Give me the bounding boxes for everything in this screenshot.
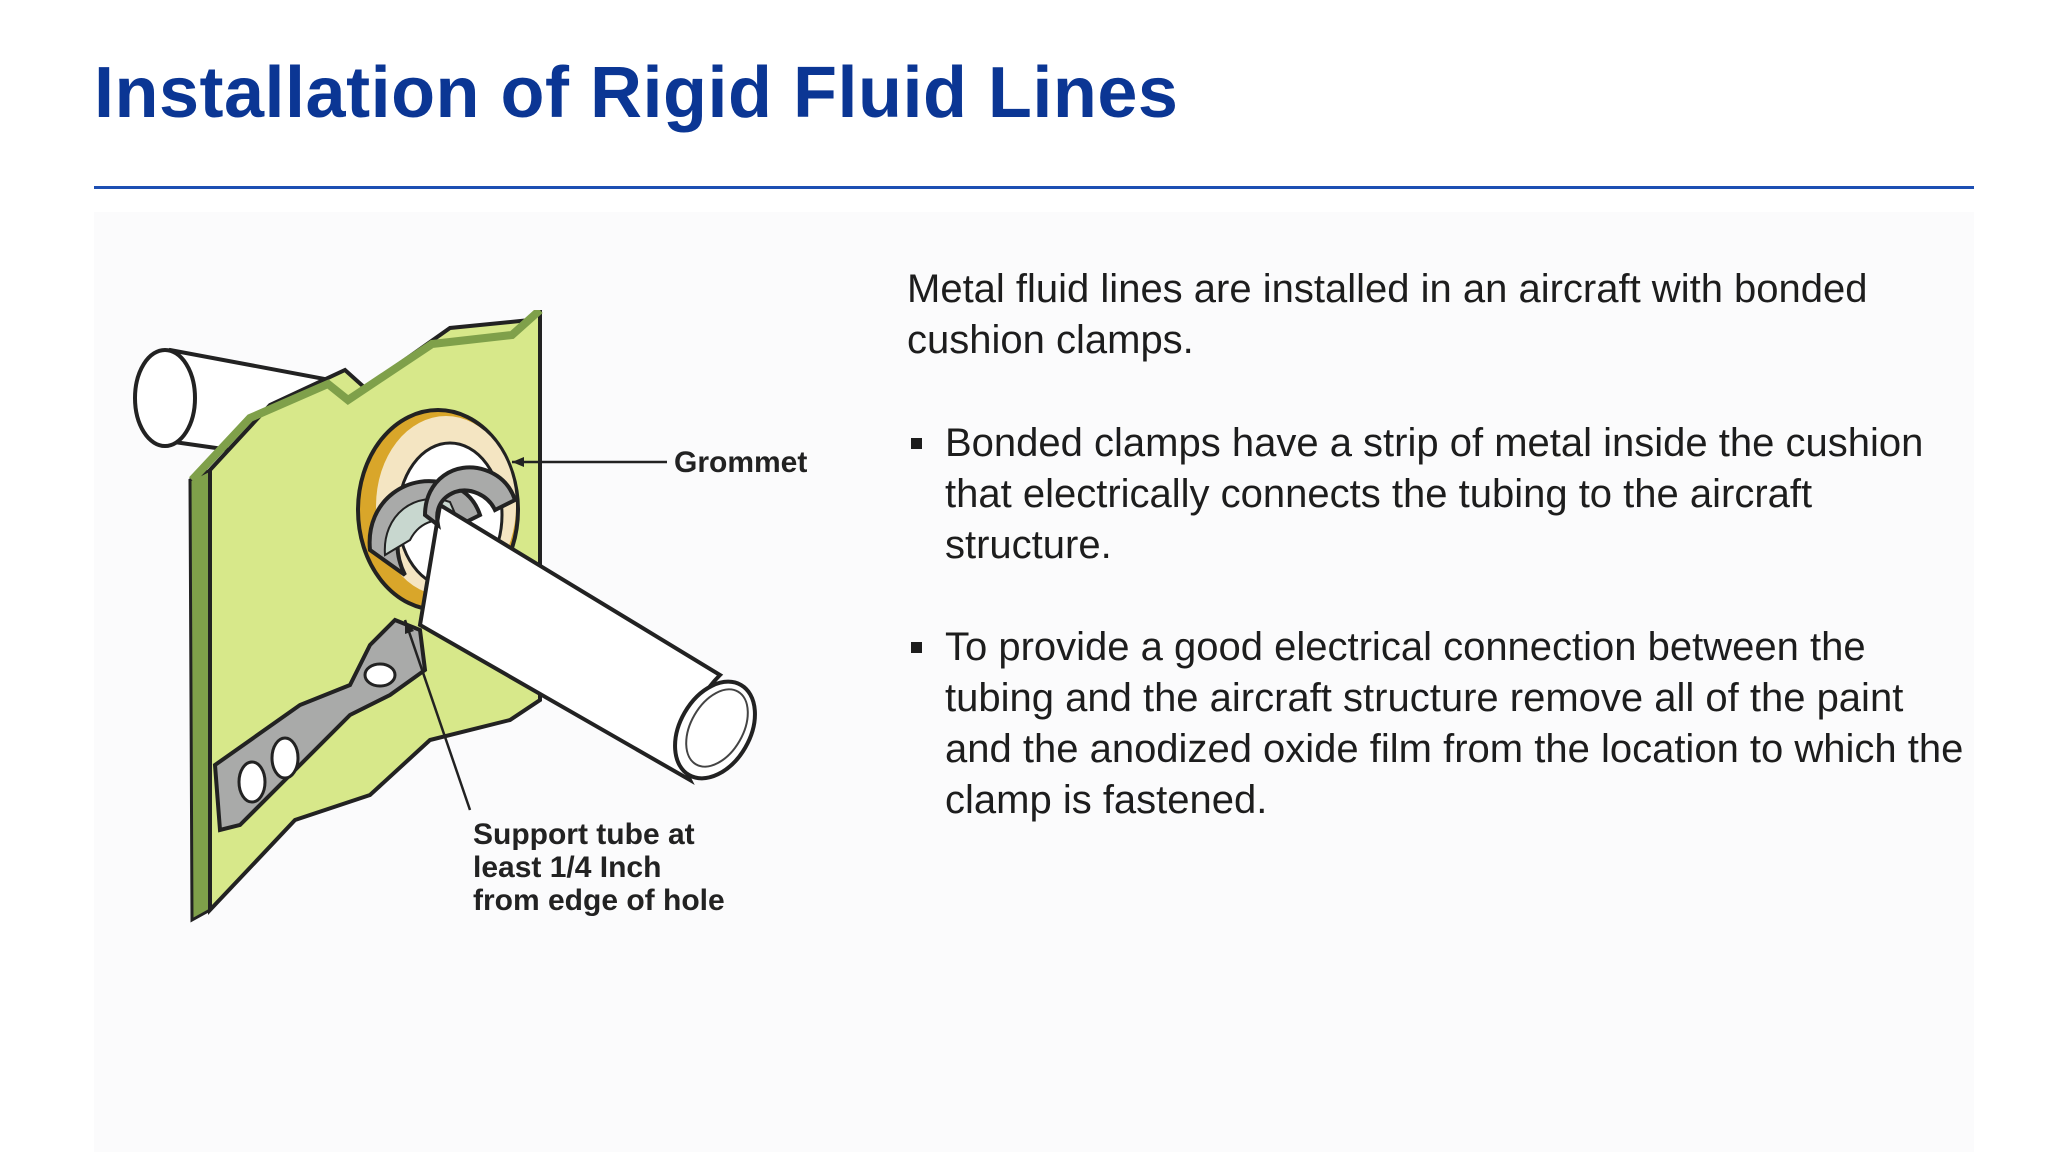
bullet-marker (911, 642, 922, 653)
bullet-text: To provide a good electrical connection … (945, 625, 1964, 822)
panel-top-edge (189, 310, 543, 483)
support-arrowhead (405, 620, 414, 634)
title-underline (94, 186, 1974, 189)
body-text: Metal fluid lines are installed in an ai… (907, 264, 1967, 877)
bullet-marker (911, 438, 922, 449)
bullet-item: Bonded clamps have a strip of metal insi… (907, 418, 1967, 571)
support-leader (403, 619, 472, 811)
bullet-item: To provide a good electrical connection … (907, 622, 1967, 826)
bullet-text: Bonded clamps have a strip of metal insi… (945, 421, 1924, 567)
support-label: Support tube at least 1/4 Inch from edge… (473, 818, 793, 917)
clamp-illustration (133, 310, 757, 923)
clamp-band (422, 465, 518, 530)
panel-edge (188, 467, 212, 923)
bullet-list: Bonded clamps have a strip of metal insi… (907, 418, 1967, 826)
grommet-arrowhead (512, 457, 524, 467)
intro-paragraph: Metal fluid lines are installed in an ai… (907, 267, 1868, 362)
support-label-line: least 1/4 Inch (473, 851, 662, 884)
tube-front (417, 501, 757, 786)
support-label-line: Support tube at (473, 818, 695, 851)
grommet-label: Grommet (674, 446, 808, 479)
support-label-line: from edge of hole (473, 884, 725, 917)
clamp (212, 479, 483, 833)
page-title: Installation of Rigid Fluid Lines (94, 53, 1179, 133)
